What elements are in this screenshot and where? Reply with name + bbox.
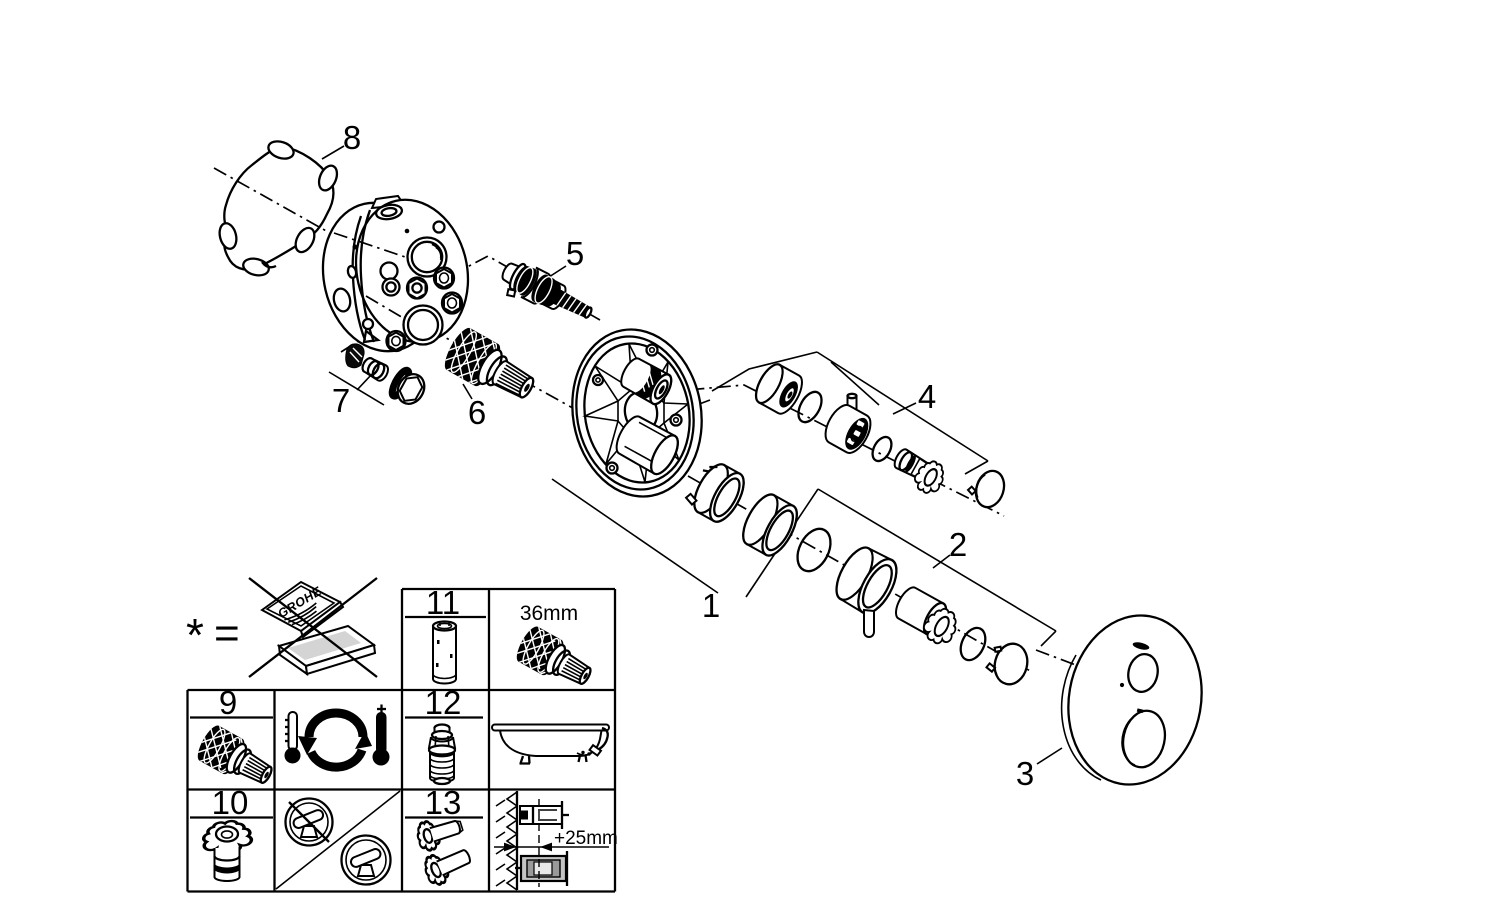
svg-text:8: 8: [343, 119, 361, 156]
svg-text:*: *: [186, 609, 204, 661]
svg-text:5: 5: [566, 235, 584, 272]
svg-text:12: 12: [425, 684, 462, 721]
svg-text:11: 11: [426, 584, 460, 621]
svg-text:13: 13: [425, 784, 462, 821]
svg-text:7: 7: [332, 382, 350, 419]
svg-text:1: 1: [702, 587, 720, 624]
svg-text:2: 2: [949, 526, 967, 563]
svg-text:10: 10: [212, 784, 249, 821]
svg-text:9: 9: [219, 684, 237, 721]
svg-text:3: 3: [1016, 755, 1034, 792]
svg-text:36mm: 36mm: [520, 602, 578, 625]
svg-text:=: =: [214, 609, 240, 658]
svg-text:6: 6: [468, 394, 486, 431]
svg-text:4: 4: [918, 378, 936, 415]
svg-text:+25mm: +25mm: [554, 828, 618, 849]
